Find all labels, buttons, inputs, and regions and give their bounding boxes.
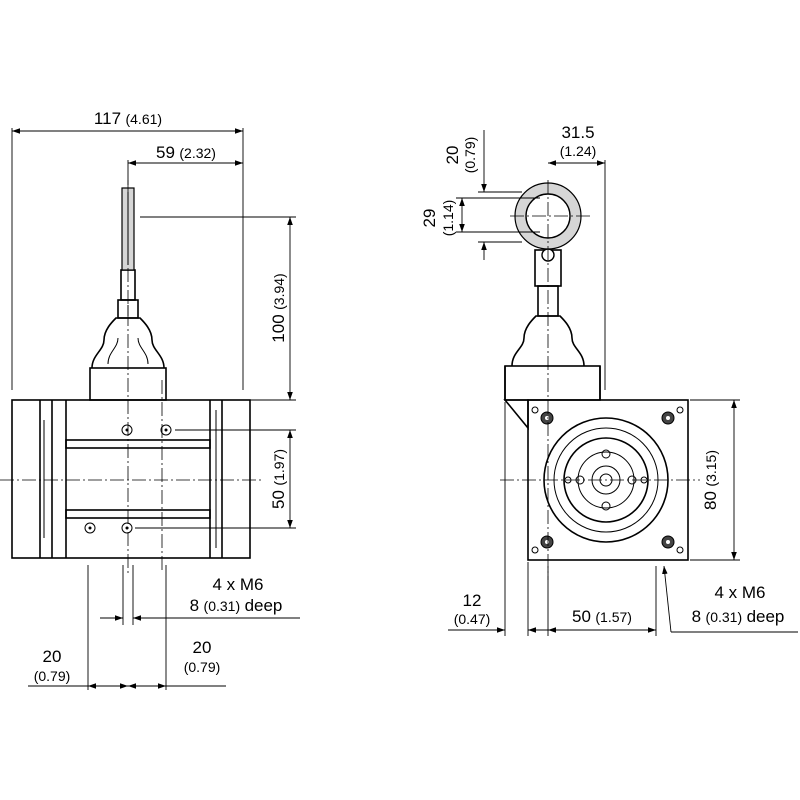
dim-eye-diameter: 29 (1.14) xyxy=(420,197,540,237)
dim-overall-width: 117 (4.61) xyxy=(11,109,244,390)
dim-eye-offset-horizontal: 31.5 (1.24) xyxy=(548,123,606,390)
side-view: 117 (4.61) 59 (2.32) 100 (3.94) 50 (1.97… xyxy=(0,109,300,690)
svg-text:50 (1.97): 50 (1.97) xyxy=(269,449,288,509)
dim-hole-spacing-horizontal: 50 (1.57) xyxy=(547,566,657,636)
dim-hole-spacing-vertical: 50 (1.97) xyxy=(135,429,296,529)
dim-body-height: 80 (3.15) xyxy=(690,399,740,561)
dim-cable-height: 100 (3.94) xyxy=(140,216,296,401)
front-cable-outlet xyxy=(504,182,601,401)
front-housing xyxy=(503,366,689,561)
svg-text:(1.24): (1.24) xyxy=(560,143,597,159)
svg-text:80 (3.15): 80 (3.15) xyxy=(701,450,720,510)
svg-text:12: 12 xyxy=(463,591,482,610)
dim-right-20: 20 (0.79) xyxy=(128,638,226,689)
dim-eye-offset-vertical: 20 (0.79) xyxy=(443,130,522,260)
svg-text:(0.79): (0.79) xyxy=(462,137,478,174)
svg-text:(0.47): (0.47) xyxy=(454,611,491,627)
svg-text:(0.79): (0.79) xyxy=(34,668,71,684)
svg-text:20: 20 xyxy=(43,647,62,666)
svg-text:4 x M6: 4 x M6 xyxy=(714,583,765,602)
svg-text:20: 20 xyxy=(443,146,462,165)
svg-text:31.5: 31.5 xyxy=(561,123,594,142)
dim-left-20: 20 (0.79) xyxy=(28,647,128,689)
front-view: 20 (0.79) 29 (1.14) 31.5 (1.24) 80 (3.15… xyxy=(420,123,798,636)
front-thread-callout: 4 x M6 8 (0.31) deep xyxy=(662,565,798,633)
svg-text:117 (4.61): 117 (4.61) xyxy=(94,109,162,128)
svg-text:(0.79): (0.79) xyxy=(184,659,221,675)
side-thread-callout: 4 x M6 8 (0.31) deep xyxy=(87,565,300,690)
dim-flange-offset: 12 (0.47) xyxy=(448,402,548,636)
svg-text:8 (0.31) deep: 8 (0.31) deep xyxy=(190,596,283,615)
svg-text:20: 20 xyxy=(193,638,212,657)
svg-text:59 (2.32): 59 (2.32) xyxy=(156,143,216,162)
svg-text:4 x M6: 4 x M6 xyxy=(212,575,263,594)
side-housing xyxy=(11,399,251,559)
svg-text:(1.14): (1.14) xyxy=(440,200,456,237)
svg-text:50 (1.57): 50 (1.57) xyxy=(572,607,632,626)
dim-cable-offset: 59 (2.32) xyxy=(127,143,243,185)
svg-text:8 (0.31) deep: 8 (0.31) deep xyxy=(692,607,785,626)
svg-text:29: 29 xyxy=(420,209,439,228)
svg-text:100 (3.94): 100 (3.94) xyxy=(269,273,288,342)
